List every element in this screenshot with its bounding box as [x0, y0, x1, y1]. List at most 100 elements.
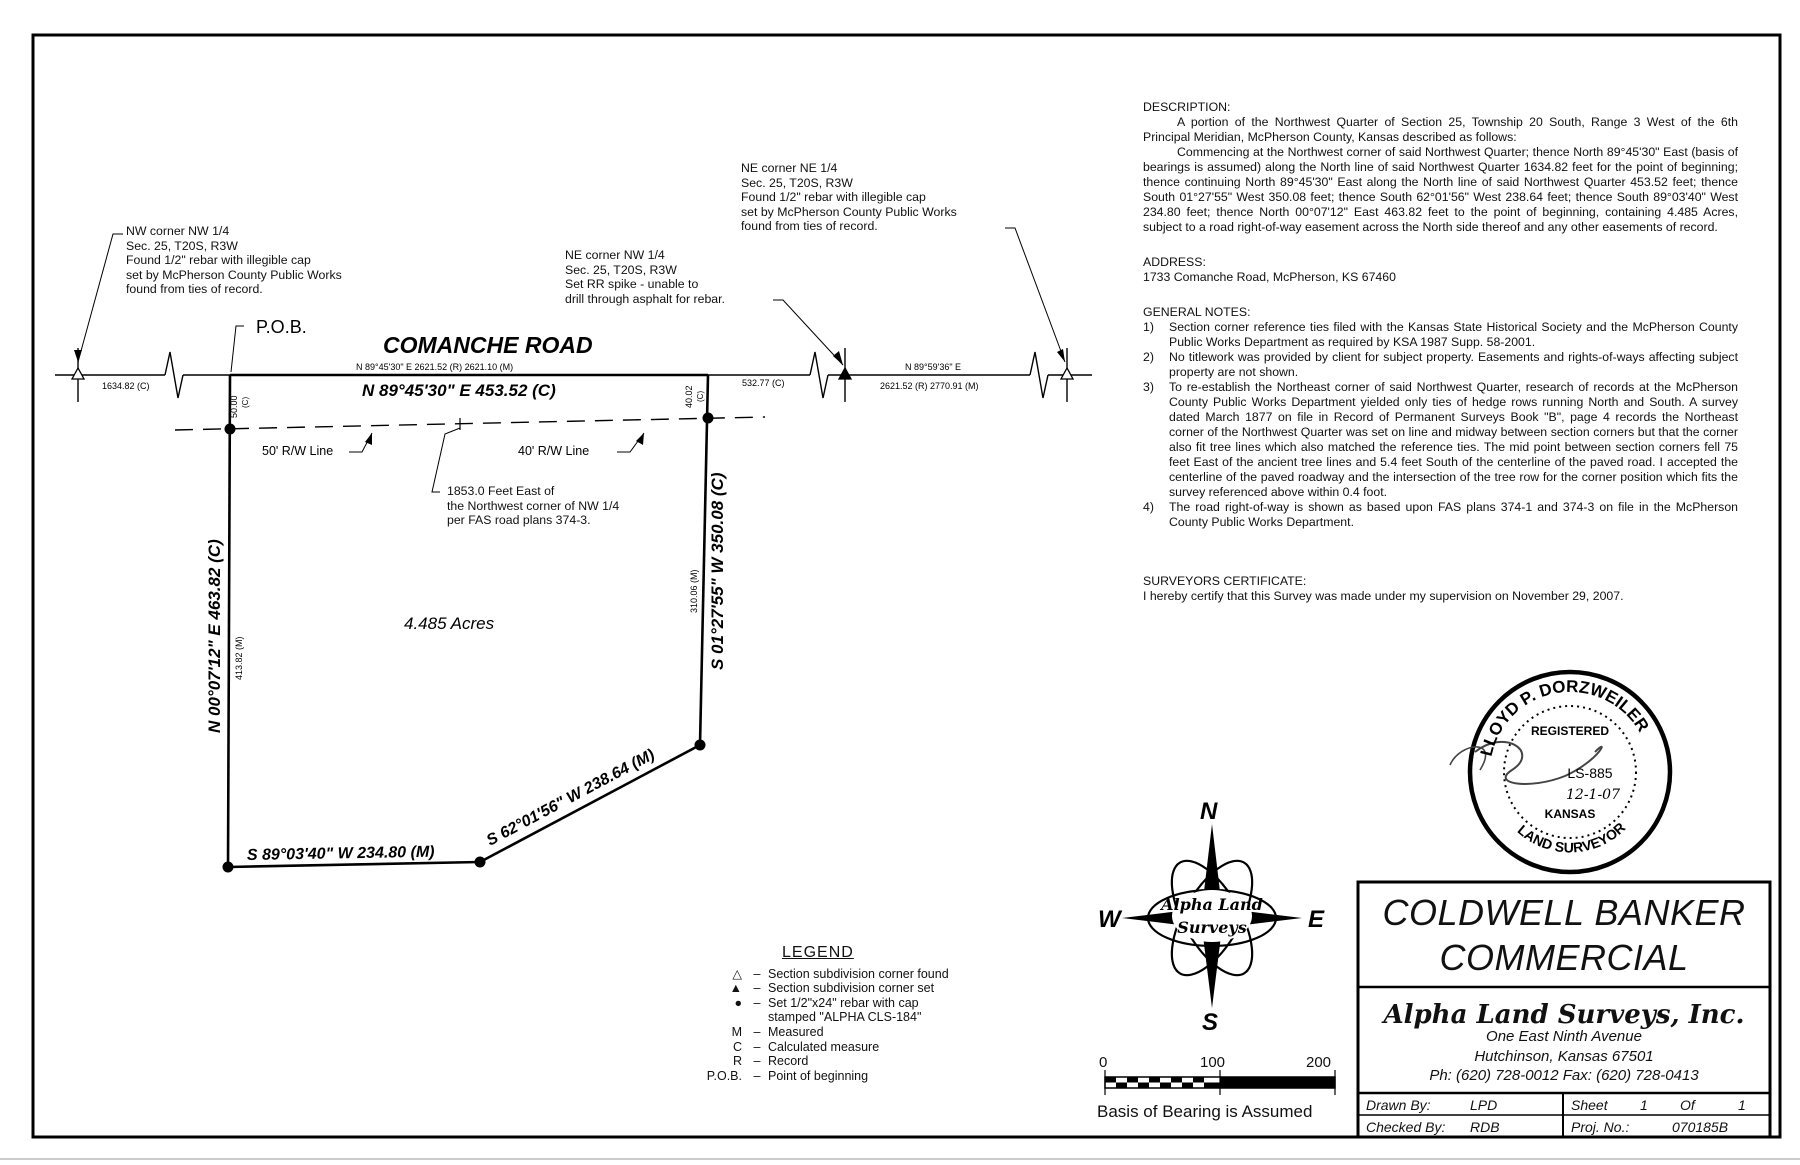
checked-by-label: Checked By: [1366, 1119, 1446, 1135]
surveyor-seal [1449, 669, 1673, 875]
certificate-text: I hereby certify that this Survey was ma… [1143, 589, 1624, 603]
east-offset: 40.02 [684, 385, 694, 408]
scale-two-hundred: 200 [1306, 1054, 1332, 1071]
fas-note: 1853.0 Feet East of the Northwest corner… [447, 484, 619, 528]
compass-logo-line1: Alpha Land [1159, 895, 1263, 914]
legend-text: Set 1/2"x24" rebar with cap [768, 995, 919, 1010]
basis-of-bearing: Basis of Bearing is Assumed [1097, 1102, 1313, 1121]
south-side-bearing: S 89°03'40" W 234.80 (M) [247, 844, 435, 864]
west-dist: 1634.82 (C) [102, 381, 150, 391]
note-text: To re-establish the Northeast corner of … [1169, 380, 1738, 499]
client-name-line2: COMMERCIAL [1439, 937, 1689, 978]
seal-registered: REGISTERED [1531, 724, 1609, 738]
seal-date: 12-1-07 [1566, 787, 1620, 803]
legend-text: Section subdivision corner set [768, 981, 935, 996]
seal-number: LS-885 [1567, 765, 1612, 781]
ne-nw-corner-note: NE corner NW 1/4 Sec. 25, T20S, R3W Set … [565, 248, 725, 306]
leader-lines [77, 227, 1066, 493]
legend-text: Measured [768, 1024, 824, 1039]
note-line: set by McPherson County Public Works [741, 204, 957, 219]
legend-symbol: R [732, 1054, 742, 1069]
description-para2: Commencing at the Northwest corner of sa… [1143, 145, 1738, 234]
rebar-icon [694, 739, 706, 751]
address-heading: ADDRESS: [1143, 255, 1206, 269]
legend-row: stamped "ALPHA CLS-184" [690, 1010, 1010, 1025]
rebar-icon [474, 856, 486, 868]
east-offset-unit: (C) [696, 391, 705, 402]
legend-text: Calculated measure [768, 1039, 880, 1054]
scale-zero: 0 [1099, 1054, 1108, 1071]
compass-e: E [1308, 906, 1325, 933]
proj-no-label: Proj. No.: [1571, 1119, 1630, 1135]
certificate-heading: SURVEYORS CERTIFICATE: [1143, 574, 1307, 588]
note-line: found from ties of record. [126, 282, 263, 297]
legend-row: △–Section subdivision corner found [690, 967, 1010, 982]
note-line: set by McPherson County Public Works [126, 267, 342, 282]
note-line: found from ties of record. [741, 219, 878, 234]
ne-nw-corner-set-icon [837, 366, 853, 380]
acres-label: 4.485 Acres [404, 614, 495, 633]
legend: LEGEND △–Section subdivision corner foun… [690, 945, 1010, 1084]
nw-corner-note: NW corner NW 1/4 Sec. 25, T20S, R3W Foun… [126, 224, 342, 297]
compass-w: W [1098, 906, 1123, 933]
rw50-label: 50' R/W Line [262, 444, 333, 458]
note-line: per FAS road plans 374-3. [447, 513, 591, 528]
ne-ne-corner-found-icon [1059, 366, 1075, 380]
east-dist: 2621.52 (R) 2770.91 (M) [880, 381, 979, 391]
company-address1: One East Ninth Avenue [1486, 1028, 1642, 1045]
note-number: 1) [1143, 320, 1154, 334]
general-notes-heading: GENERAL NOTES: [1143, 305, 1251, 319]
of-label: Of [1680, 1097, 1695, 1113]
east-side-measured: 310.06 (M) [689, 569, 699, 613]
note-line: the Northwest corner of NW 1/4 [447, 498, 620, 513]
note-line: Found 1/2" rebar with illegible cap [126, 253, 311, 268]
description-heading: DESCRIPTION: [1143, 100, 1231, 114]
company-logo: Alpha Land Surveys, Inc. [1383, 1000, 1745, 1030]
title-block-frame [1356, 880, 1772, 1139]
sw-side-bearing: S 62°01'56" W 238.64 (M) [484, 746, 658, 849]
nw-corner-found-icon [70, 366, 86, 380]
legend-row: P.O.B.–Point of beginning [690, 1069, 1010, 1084]
compass-logo-line2: Surveys [1177, 918, 1246, 937]
rebar-icon [222, 861, 234, 873]
signature-icon [1474, 740, 1603, 785]
note-text: No titlework was provided by client for … [1169, 350, 1738, 379]
pob-label: P.O.B. [256, 317, 307, 337]
drawn-by-label: Drawn By: [1366, 1097, 1431, 1113]
compass-s: S [1202, 1009, 1218, 1036]
triangle-open-icon: △ [732, 966, 742, 981]
sheet-number: 1 [1640, 1097, 1648, 1113]
note-line: drill through asphalt for rebar. [565, 291, 725, 306]
legend-text: Record [768, 1054, 809, 1069]
legend-row: M–Measured [690, 1025, 1010, 1040]
legend-row: C–Calculated measure [690, 1040, 1010, 1055]
note-line: Sec. 25, T20S, R3W [126, 238, 238, 253]
road-name: COMANCHE ROAD [383, 332, 593, 358]
note-number: 2) [1143, 350, 1154, 364]
rw40-label: 40' R/W Line [518, 444, 589, 458]
drawn-by-value: LPD [1470, 1097, 1498, 1113]
triangle-filled-icon: ▲ [729, 981, 742, 996]
scale-hundred: 100 [1200, 1054, 1226, 1071]
note-text: The road right-of-way is shown as based … [1169, 500, 1738, 529]
note-item: 3)To re-establish the Northeast corner o… [1143, 380, 1738, 500]
note-line: Found 1/2" rebar with illegible cap [741, 190, 926, 205]
note-item: 1)Section corner reference ties filed wi… [1143, 320, 1738, 350]
legend-text: Point of beginning [768, 1068, 869, 1083]
note-line: NE corner NW 1/4 [565, 248, 665, 262]
sheet-total: 1 [1738, 1097, 1746, 1113]
proj-no-value: 070185B [1672, 1119, 1729, 1135]
legend-symbol: P.O.B. [706, 1068, 742, 1083]
note-number: 4) [1143, 500, 1154, 514]
legend-row: ▲–Section subdivision corner set [690, 981, 1010, 996]
west-offset: 50.00 [229, 395, 239, 418]
note-line: NE corner NE 1/4 [741, 161, 838, 175]
note-line: Sec. 25, T20S, R3W [565, 262, 677, 277]
parcel-boundary [226, 373, 710, 869]
note-line: Set RR spike - unable to [565, 277, 699, 292]
west-side-bearing: N 00°07'12" E 463.82 (C) [205, 539, 224, 733]
description-para1: A portion of the Northwest Quarter of Se… [1143, 115, 1738, 144]
north-bearing-main: N 89°45'30" E 453.52 (C) [362, 381, 556, 400]
